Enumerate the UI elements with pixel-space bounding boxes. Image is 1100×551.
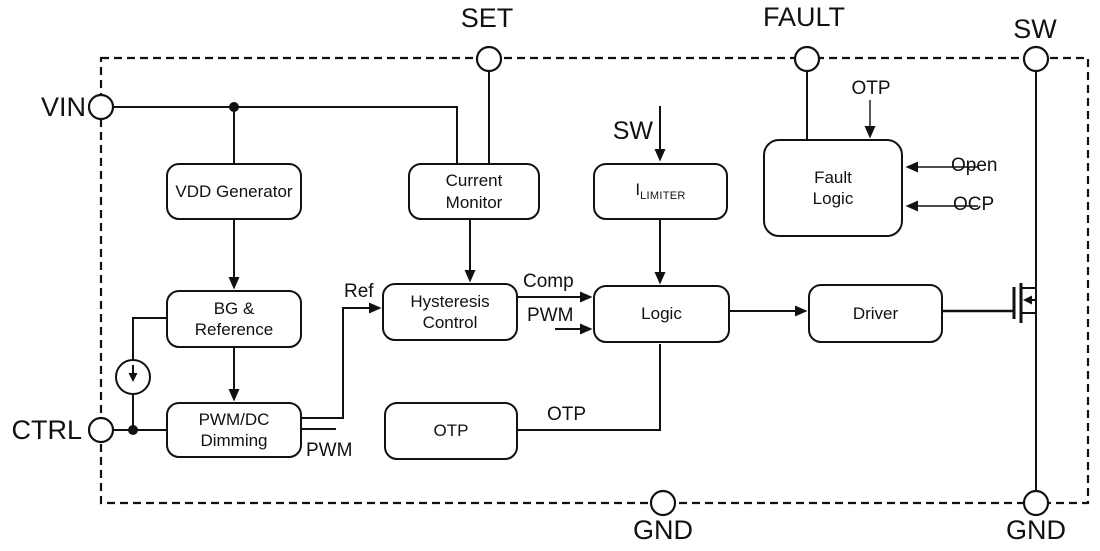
block-i-limiter: ILIMITER bbox=[593, 163, 728, 220]
pin-label-sw: SW bbox=[1013, 14, 1057, 44]
block-logic: Logic bbox=[593, 285, 730, 343]
pin-circle-gnd-left bbox=[649, 489, 677, 517]
nmos-transistor bbox=[943, 283, 1036, 323]
wire-ref bbox=[302, 302, 382, 419]
pin-circle-vin bbox=[87, 93, 115, 121]
pin-circle-fault bbox=[793, 45, 821, 73]
block-hysteresis-control-label: Hysteresis Control bbox=[410, 291, 490, 332]
current-source-symbol bbox=[115, 359, 151, 395]
wire-bg-tap-upper bbox=[132, 317, 166, 360]
pin-circle-set bbox=[475, 45, 503, 73]
pin-circles bbox=[87, 45, 1050, 517]
block-pwm-dc-dimming: PWM/DC Dimming bbox=[166, 402, 302, 458]
block-fault-logic: Fault Logic bbox=[763, 139, 903, 237]
block-pwm-dc-dimming-label: PWM/DC Dimming bbox=[198, 409, 270, 450]
block-fault-logic-label: Fault Logic bbox=[812, 167, 854, 208]
block-driver-label: Driver bbox=[852, 303, 899, 323]
junction-ctrl bbox=[128, 425, 138, 435]
signal-label-otp-to-fault: OTP bbox=[851, 78, 891, 99]
wire-vin bbox=[113, 106, 458, 163]
block-hysteresis-control: Hysteresis Control bbox=[382, 283, 518, 341]
block-vdd-generator: VDD Generator bbox=[166, 163, 302, 220]
pin-label-fault: FAULT bbox=[762, 2, 846, 32]
wires bbox=[113, 71, 1037, 491]
chip-boundary bbox=[99, 56, 1090, 505]
pin-circle-ctrl bbox=[87, 416, 115, 444]
pin-label-vin: VIN bbox=[40, 92, 86, 122]
pin-label-gnd-right: GND bbox=[1006, 515, 1066, 545]
pin-label-ctrl: CTRL bbox=[11, 415, 82, 445]
signal-label-ref: Ref bbox=[344, 281, 374, 302]
block-otp: OTP bbox=[384, 402, 518, 460]
i-limiter-subscript: LIMITER bbox=[640, 190, 686, 203]
block-bg-reference: BG & Reference bbox=[166, 290, 302, 348]
block-bg-reference-label: BG & Reference bbox=[194, 298, 274, 339]
signal-label-ocp: OCP bbox=[953, 194, 995, 215]
signal-label-pwm-to-logic: PWM bbox=[527, 305, 574, 326]
signal-label-otp-wire: OTP bbox=[547, 404, 587, 425]
wire-otp bbox=[518, 344, 661, 431]
signal-label-pwm-output: PWM bbox=[306, 440, 353, 461]
pin-circle-sw bbox=[1022, 45, 1050, 73]
block-otp-label: OTP bbox=[433, 421, 469, 441]
signal-label-open: Open bbox=[951, 155, 998, 176]
block-i-limiter-label: ILIMITER bbox=[635, 180, 686, 203]
pin-circle-gnd-right bbox=[1022, 489, 1050, 517]
pin-label-gnd-left: GND bbox=[633, 515, 693, 545]
block-vdd-generator-label: VDD Generator bbox=[175, 181, 293, 201]
junction-dots bbox=[128, 102, 239, 435]
signal-label-comp: Comp bbox=[523, 271, 574, 292]
block-logic-label: Logic bbox=[641, 304, 682, 324]
signal-label-sw-input: SW bbox=[612, 117, 653, 145]
block-current-monitor: Current Monitor bbox=[408, 163, 540, 220]
block-driver: Driver bbox=[808, 284, 943, 343]
block-current-monitor-label: Current Monitor bbox=[445, 171, 503, 212]
junction-vin bbox=[229, 102, 239, 112]
pin-label-set: SET bbox=[460, 3, 514, 33]
